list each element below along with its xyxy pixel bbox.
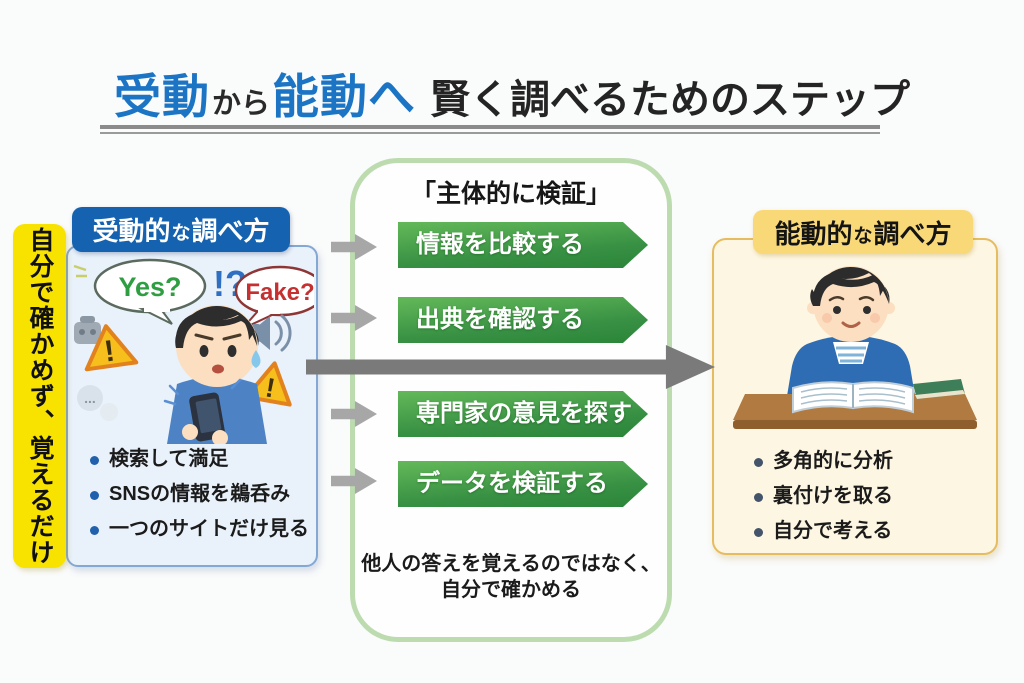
worried-boy [163, 305, 267, 444]
step-expert-opinions: 専門家の意見を探す [398, 391, 648, 437]
step-compare-info: 情報を比較する [398, 222, 648, 268]
passive-warning-banner-text: 自分で確かめず、覚えるだけ [26, 227, 54, 565]
step-check-sources: 出典を確認する [398, 297, 648, 343]
yes-speech-bubble: Yes? [93, 258, 207, 325]
active-panel-header: 能動的 な 調べ方 [753, 210, 973, 254]
passive-header-particle: な [171, 223, 191, 244]
footer-line-2: 自分で確かめる [441, 579, 581, 601]
passive-bullet-list: 検索して満足 SNSの情報を鵜呑み 一つのサイトだけ見る [88, 442, 309, 547]
active-bullet-1: 多角的に分析 [752, 444, 893, 479]
title-connector: から [211, 88, 270, 120]
sparkle-lines [73, 264, 87, 278]
motion-lines [163, 378, 242, 406]
ellipsis-text: ... [84, 390, 96, 406]
title-main-text: 賢く調べるためのステップ [430, 78, 910, 122]
warning-mark-left: ! [102, 334, 116, 368]
robot-icon [74, 316, 101, 344]
ellipsis-bubble: ... [77, 385, 118, 421]
passive-header-main1: 受動的 [92, 216, 171, 246]
title-underline [100, 125, 880, 134]
verification-panel-footer: 他人の答えを覚えるのではなく、 自分で確かめる [350, 551, 672, 603]
active-header-main2: 調べ方 [873, 218, 952, 249]
active-bullet-3: 自分で考える [752, 514, 893, 549]
passive-bullet-1: 検索して満足 [88, 442, 309, 477]
passive-bullet-3: 一つのサイトだけ見る [88, 512, 309, 547]
passive-header-main2: 調べ方 [191, 216, 270, 246]
confused-boy-illustration: Yes? !? Fake? ! ! [73, 258, 314, 444]
passive-panel-header: 受動的 な 調べ方 [72, 207, 290, 252]
warning-icon-left: ! [84, 324, 139, 372]
active-header-particle: な [853, 225, 873, 247]
footer-line-1: 他人の答えを覚えるのではなく、 [361, 553, 661, 575]
step-verify-data: データを検証する [398, 461, 648, 507]
yes-text: Yes? [118, 272, 181, 302]
studying-boy-illustration [733, 266, 977, 429]
page-title: 受動から能動へ賢く調べるためのステップ [0, 58, 1024, 127]
verification-panel-header: 「主体的に検証」 [410, 180, 611, 208]
open-book [792, 381, 914, 414]
green-book [913, 379, 965, 399]
passive-warning-banner: 自分で確かめず、覚えるだけ [13, 224, 66, 568]
passive-bullet-2: SNSの情報を鵜呑み [88, 477, 309, 512]
title-passive-word: 受動 [113, 70, 210, 123]
fake-text: Fake? [245, 279, 314, 306]
title-active-word: 能動へ [272, 70, 416, 123]
active-header-main1: 能動的 [774, 218, 853, 249]
fake-speech-bubble: Fake? [234, 265, 314, 330]
active-bullet-2: 裏付けを取る [752, 479, 893, 514]
active-bullet-list: 多角的に分析 裏付けを取る 自分で考える [752, 444, 893, 549]
